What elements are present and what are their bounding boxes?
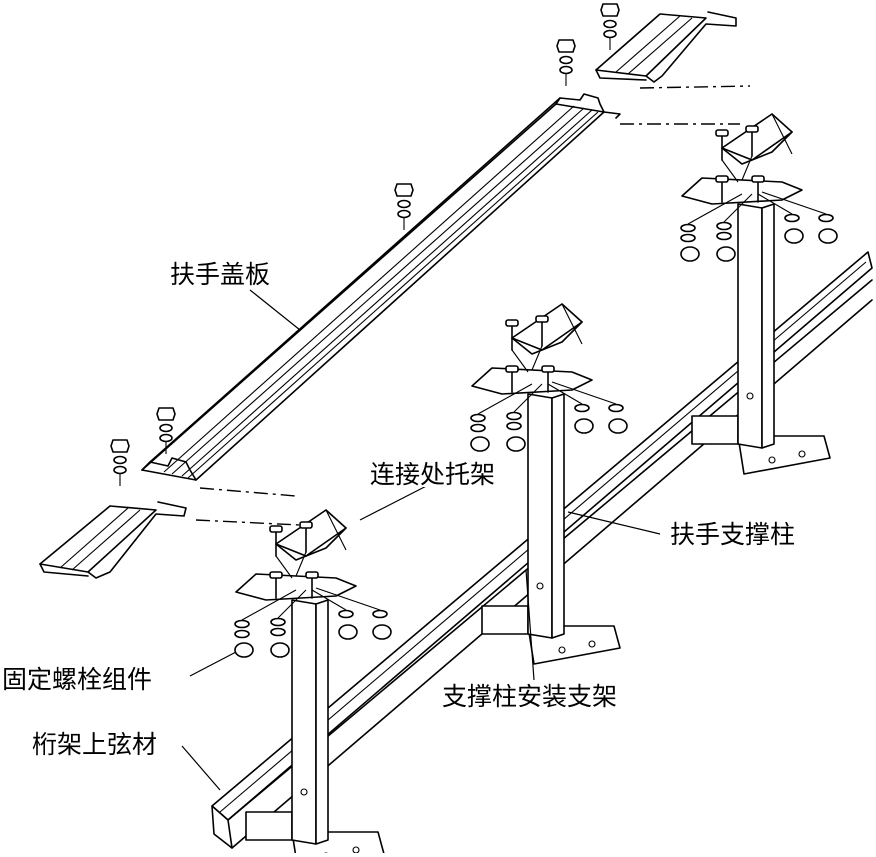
label-post-mount-bracket: 支撑柱安装支架 — [440, 682, 620, 711]
label-bolt-assembly: 固定螺栓组件 — [0, 665, 155, 694]
alignment-lines — [195, 85, 751, 526]
handrail-cover — [141, 93, 621, 481]
label-truss-top-chord: 桁架上弦材 — [30, 730, 160, 759]
leader-lines — [181, 289, 661, 791]
label-handrail-post: 扶手支撑柱 — [668, 520, 798, 549]
post-assembly-right — [680, 113, 838, 475]
cover-piece-upper — [595, 11, 737, 83]
label-handrail-cover: 扶手盖板 — [168, 260, 273, 289]
label-joint-bracket: 连接处托架 — [368, 460, 498, 489]
cover-piece-lower — [39, 501, 187, 579]
